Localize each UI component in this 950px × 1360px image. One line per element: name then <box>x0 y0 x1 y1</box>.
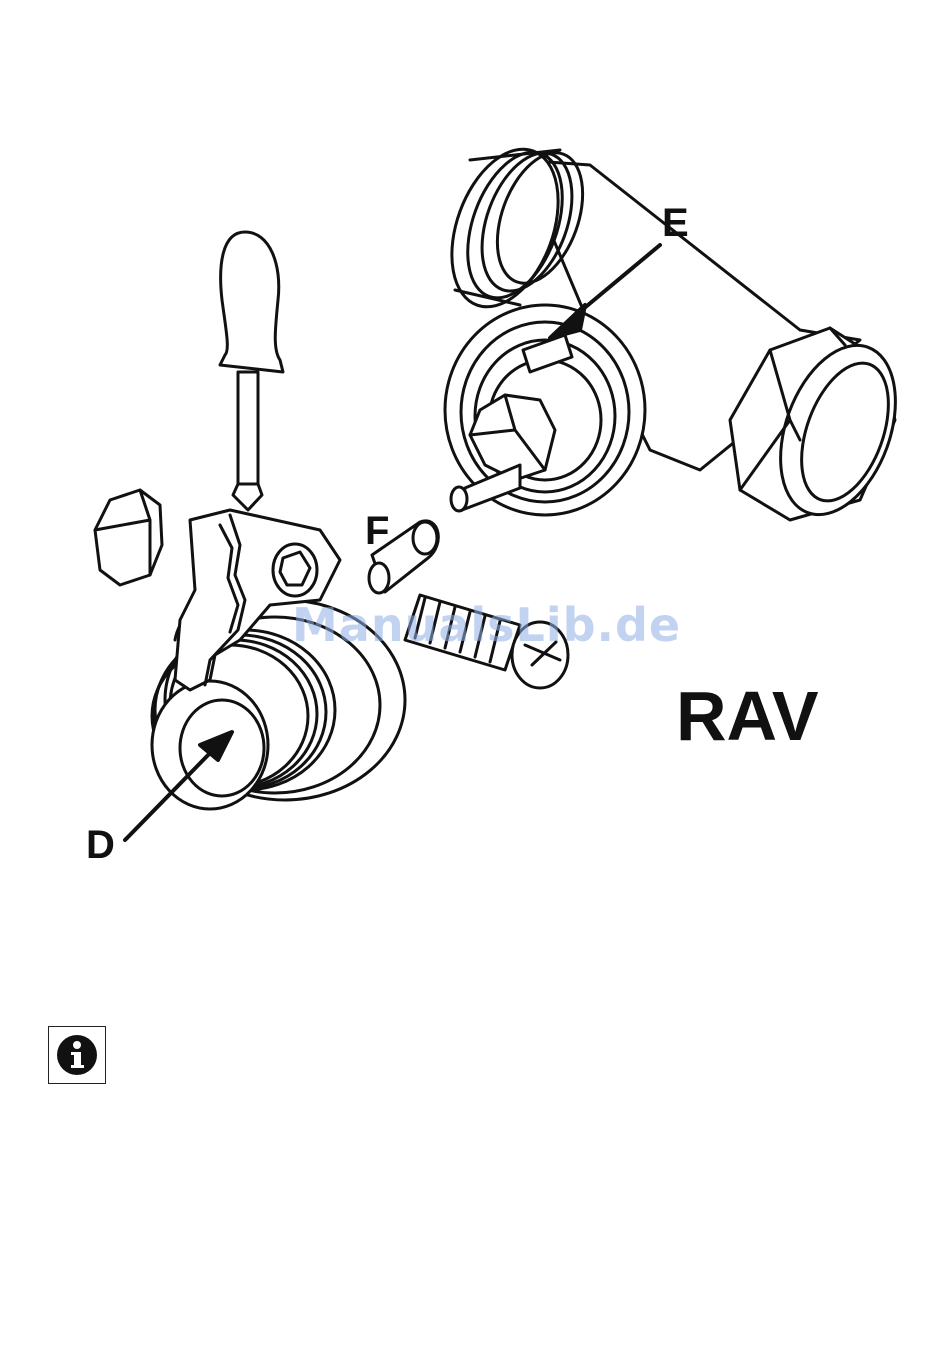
valve-body <box>432 135 917 531</box>
label-f: F <box>365 509 389 553</box>
info-box <box>48 1026 106 1084</box>
label-e: E <box>662 201 689 245</box>
adapter-body <box>152 510 405 809</box>
label-d: D <box>86 823 115 867</box>
hex-nut <box>95 490 162 585</box>
model-label: RAV <box>676 677 819 755</box>
watermark: ManualsLib.de <box>292 598 681 652</box>
screwdriver <box>220 232 283 510</box>
info-icon <box>55 1033 99 1077</box>
